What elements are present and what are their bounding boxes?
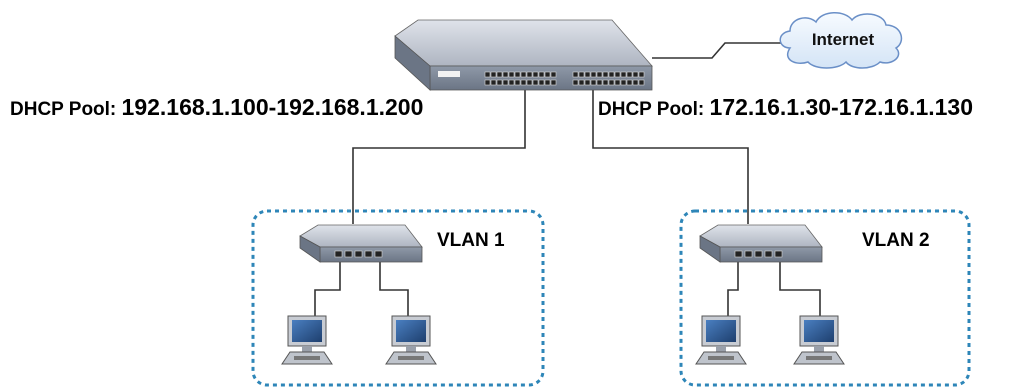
vlan1-switch-icon	[299, 224, 423, 263]
link-core-to-internet	[652, 42, 783, 59]
vlan2-computer-2-icon	[793, 315, 845, 365]
internet-label: Internet	[811, 30, 875, 49]
link-vlan1-pc2	[379, 262, 409, 316]
internet-cloud-icon	[779, 12, 903, 69]
vlan1-computer-2-icon	[385, 315, 437, 365]
vlan2-computer-1-icon	[695, 315, 747, 365]
dhcp-pool-prefix: DHCP Pool:	[598, 99, 710, 120]
link-vlan1-pc1	[314, 262, 341, 316]
link-vlan2-pc2	[779, 262, 821, 316]
vlan2-switch-icon	[699, 224, 823, 263]
connection-lines	[314, 42, 821, 316]
dhcp-pool-vlan1-label: DHCP Pool: 192.168.1.100-192.168.1.200	[10, 94, 423, 121]
vlan2-boundary	[679, 209, 971, 387]
dhcp-pool-vlan2-label: DHCP Pool: 172.16.1.30-172.16.1.130	[598, 94, 973, 121]
vlan1-label: VLAN 1	[437, 230, 505, 251]
vlan1-boundary	[251, 209, 545, 387]
link-core-to-vlan1	[352, 90, 526, 224]
dhcp-pool-range: 172.16.1.30-172.16.1.130	[709, 94, 974, 120]
vlan2-label: VLAN 2	[862, 230, 930, 251]
dhcp-pool-range: 192.168.1.100-192.168.1.200	[121, 94, 424, 120]
dhcp-pool-prefix: DHCP Pool:	[10, 99, 122, 120]
core-switch-ports	[484, 71, 645, 86]
core-switch-icon	[394, 19, 653, 91]
vlan1-computer-1-icon	[281, 315, 333, 365]
link-vlan2-pc1	[727, 262, 739, 316]
link-core-to-vlan2	[592, 90, 749, 224]
